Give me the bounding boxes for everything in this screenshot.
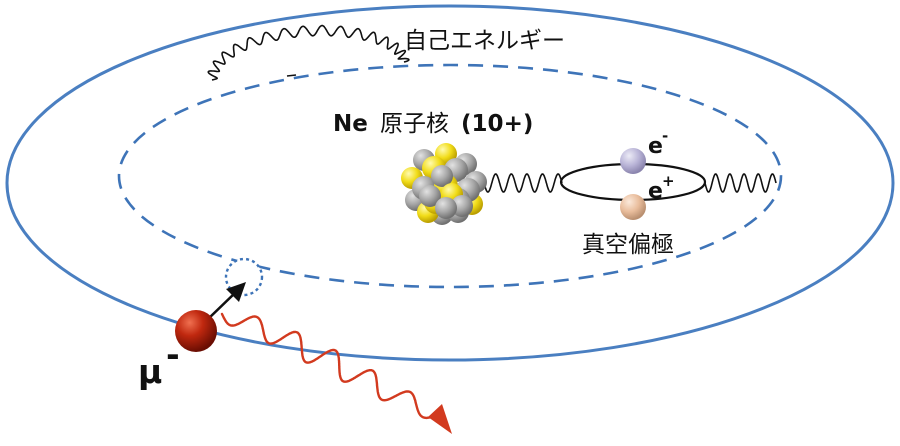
positron-label: e: [648, 179, 663, 204]
muon-sphere-icon: [175, 310, 217, 352]
nucleus-cluster-icon: [401, 143, 487, 225]
neutron-sphere: [435, 197, 457, 219]
orbit-tick-mark: [286, 74, 297, 77]
outer-orbit: [5, 4, 895, 362]
electron-label: e: [648, 134, 663, 159]
neutron-sphere: [431, 165, 453, 187]
muon-label: μ: [138, 352, 162, 391]
transition-arrow-shaft: [206, 291, 237, 321]
nucleus-element-label: Ne: [333, 111, 368, 137]
neutron-sphere: [419, 185, 441, 207]
vacuum-polarization-photon-right: [704, 173, 777, 193]
self-energy-photon-loop: [207, 24, 410, 81]
vacuum-polarization-label: 真空偏極: [582, 232, 674, 258]
positron-sign-label: +: [662, 172, 675, 190]
neutron-sphere: [451, 195, 473, 217]
vacuum-polarization-photon-left: [483, 173, 563, 193]
nucleus-charge-label: (10+): [461, 111, 533, 137]
emitted-photon: [220, 312, 439, 420]
transition-arrow-head: [226, 282, 246, 302]
nucleus-name-label: 原子核: [380, 111, 449, 137]
positron-ball: [620, 194, 646, 220]
electron-sign-label: -: [662, 127, 668, 145]
electron-ball: [620, 148, 646, 174]
emitted-photon-arrowhead: [428, 404, 452, 434]
inner-orbit: [117, 63, 783, 289]
muon-sign-label: -: [166, 335, 180, 374]
self-energy-label: 自己エネルギー: [404, 28, 565, 54]
nucleus-label: Ne 原子核 (10+): [333, 111, 533, 137]
